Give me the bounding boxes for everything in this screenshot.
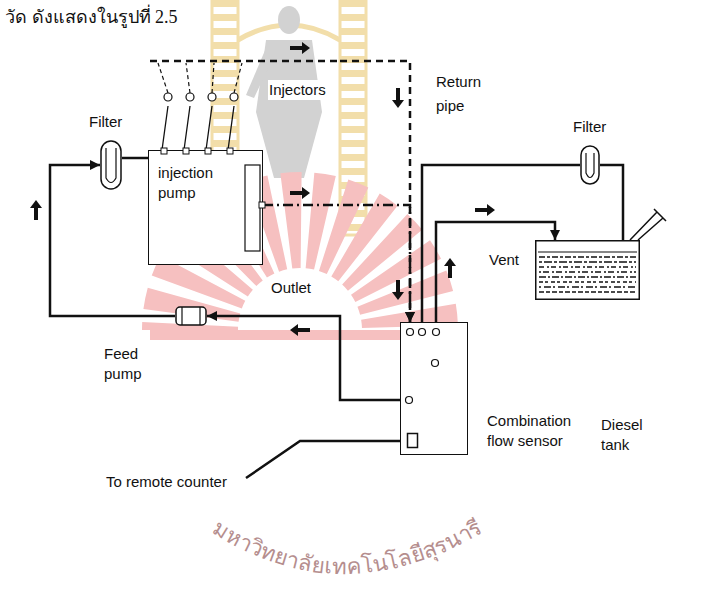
graphic-detail: [630, 209, 666, 240]
watermark-text-block: มหาวิทยาลัยเทคโนโลยีสุรนารี: [208, 514, 486, 579]
fuel-filter-outline: [580, 145, 600, 185]
graphic-detail: [475, 204, 495, 216]
injection-pump: injection pump: [148, 150, 263, 265]
graphic-detail: [406, 397, 413, 404]
graphic-detail: [432, 360, 439, 367]
counter-cable: [246, 441, 408, 478]
signal-label: To remote counter: [105, 472, 228, 492]
graphic-detail: [539, 276, 636, 277]
graphic-detail: [164, 93, 172, 101]
fuel-line: [600, 165, 623, 240]
graphic-detail: [234, 63, 242, 93]
graphic-detail: [186, 63, 190, 93]
label-anchor: วัด ดังแสดงในรูปที่ 2.5: [4, 2, 179, 31]
graphic-detail: [408, 434, 418, 448]
flow-sensor: Combination flow sensor: [400, 322, 468, 455]
graphic-detail: [539, 286, 636, 287]
graphic-detail: [419, 329, 426, 336]
graphic-detail: [539, 281, 636, 282]
graphic-detail: [433, 329, 440, 336]
fuel-line: [162, 106, 234, 150]
graphic-detail: [30, 200, 42, 220]
graphic-detail: [581, 146, 599, 184]
graphic-detail: [150, 60, 340, 63]
graphic-detail: [290, 187, 310, 199]
graphic-detail: [208, 93, 216, 101]
graphic-detail: [538, 251, 637, 252]
graphic-detail: [158, 63, 168, 93]
graphic-detail: [248, 278, 352, 330]
graphic-detail: [186, 93, 194, 101]
graphic-detail: [290, 324, 310, 336]
graphic-detail: [290, 42, 310, 54]
label-anchor: Vent: [488, 250, 520, 270]
fuel-filter-label: Filter: [572, 117, 607, 137]
graphic-detail: [278, 6, 300, 34]
pipe-label: Outlet: [270, 278, 312, 298]
graphic-detail: [586, 153, 594, 178]
feed-pump-label: Feed pump: [103, 344, 157, 384]
graphic-detail: [444, 258, 456, 278]
fuel-line: [263, 205, 410, 322]
fuel-filter-outline: [100, 140, 122, 190]
diesel-tank-label: Diesel tank: [600, 415, 662, 455]
graphic-detail: [205, 148, 211, 154]
graphic-detail: [392, 280, 404, 300]
graphic-detail: [407, 329, 414, 336]
label-anchor: Outlet: [270, 278, 312, 298]
graphic-detail: [30, 42, 495, 336]
fuel-line: [207, 316, 400, 400]
injector-set-label: Injectors: [268, 80, 327, 100]
graphic-detail: [161, 148, 167, 154]
graphic-detail: [245, 165, 260, 251]
graphic-detail: [30, 200, 42, 220]
graphic-detail: [539, 256, 636, 257]
graphic-detail: [230, 93, 238, 101]
graphic-detail: [212, 63, 214, 93]
graphic-detail: [392, 280, 404, 300]
diesel-tank-outline: [535, 240, 640, 300]
fuel-line: [340, 61, 410, 322]
graphic-detail: [392, 88, 404, 108]
watermark-text: มหาวิทยาลัยเทคโนโลยีสุรนารี: [208, 514, 486, 579]
label-anchor: To remote counter: [105, 472, 228, 492]
graphic-detail: [106, 148, 116, 183]
graphic-detail: [290, 42, 310, 54]
graphic-detail: [176, 307, 206, 325]
graphic-detail: [290, 324, 310, 336]
graphic-detail: [199, 307, 200, 325]
graphic-detail: [183, 148, 189, 154]
caption-fragment: วัด ดังแสดงในรูปที่ 2.5: [4, 2, 179, 31]
flow-sensor-outline: [401, 323, 467, 454]
graphic-detail: [181, 307, 182, 325]
label-anchor: Return pipe: [435, 70, 492, 118]
graphic-detail: [227, 148, 233, 154]
pipe-label: Vent: [488, 250, 520, 270]
graphic-detail: [101, 141, 121, 189]
graphic-detail: [539, 291, 636, 292]
graphic-detail: [444, 258, 456, 278]
graphic-detail: [259, 202, 265, 208]
graphic-detail: [539, 271, 636, 272]
injection-pump-label: injection pump: [157, 163, 239, 203]
injector-set: Injectors: [150, 60, 340, 106]
graphic-detail: [392, 88, 404, 108]
feed-pump-outline: [175, 306, 207, 326]
feed-pump: Feed pump: [175, 306, 207, 326]
fuel-filter-label: Filter: [88, 112, 123, 132]
fuel-line: [122, 157, 148, 160]
diesel-tank: Diesel tank: [535, 240, 640, 300]
fuel-filter: Filter: [580, 145, 600, 185]
flow-sensor-label: Combination flow sensor: [486, 411, 588, 451]
graphic-detail: [475, 204, 495, 216]
fuel-filter: Filter: [100, 140, 122, 190]
pipe-label: Return pipe: [435, 70, 492, 118]
graphic-detail: [290, 187, 310, 199]
graphic-detail: [539, 261, 636, 262]
graphic-detail: [539, 266, 636, 267]
graphic-detail: [536, 241, 640, 300]
